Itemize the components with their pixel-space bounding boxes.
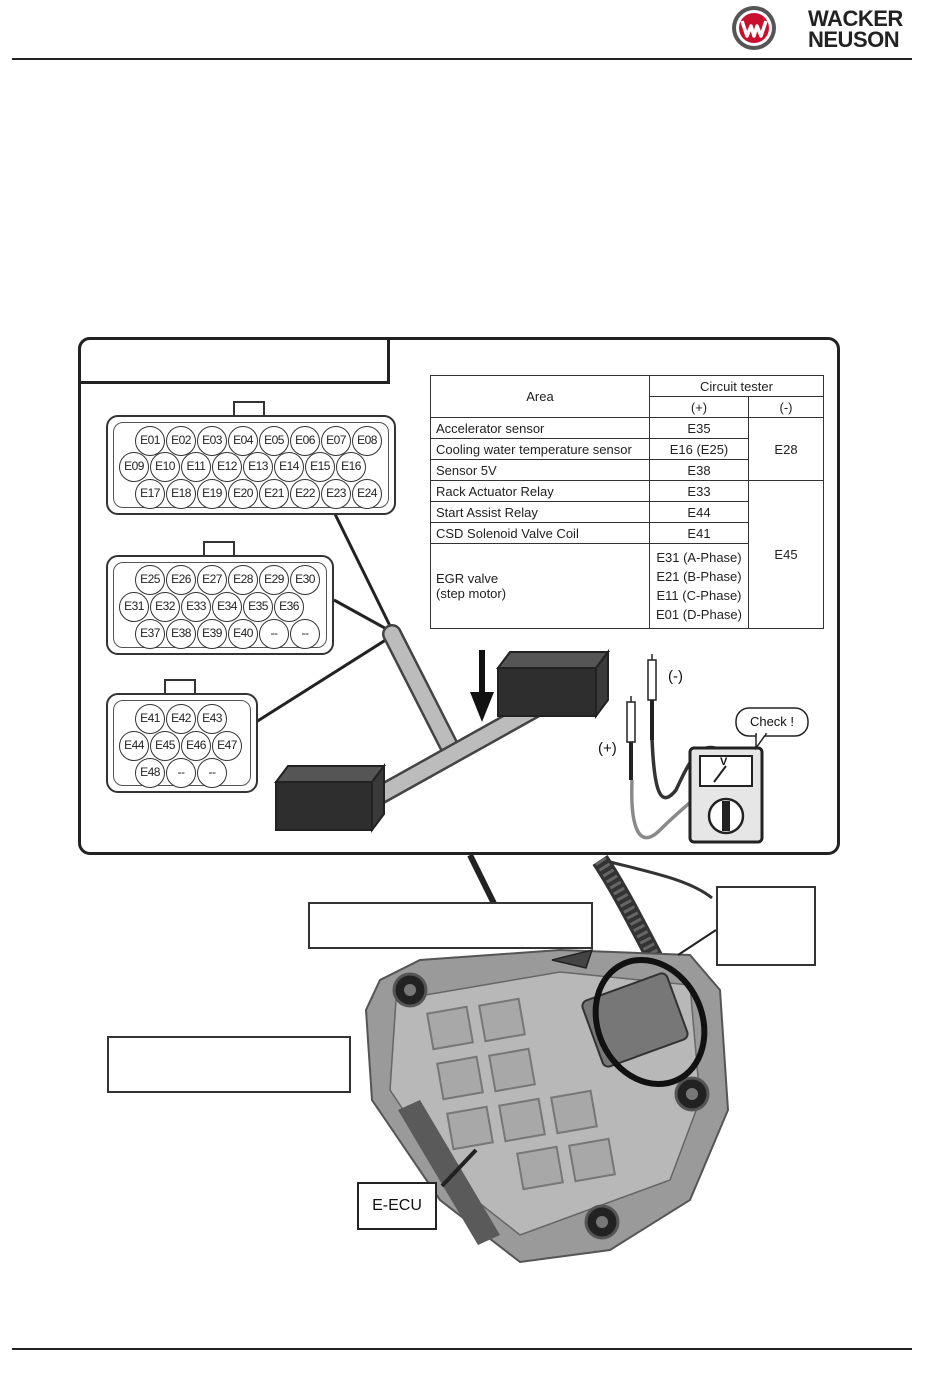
- area-header: Area: [430, 375, 650, 418]
- pin-blank: --: [290, 619, 320, 649]
- minus-probe-label: (-): [668, 668, 683, 685]
- plus-cell-egr: E31 (A-Phase) E21 (B-Phase) E11 (C-Phase…: [649, 543, 749, 629]
- pin-e16: E16: [336, 452, 366, 482]
- pin-e40: E40: [228, 619, 258, 649]
- pin-e22: E22: [290, 479, 320, 509]
- header-rule: [12, 58, 912, 60]
- pin-e41: E41: [135, 704, 165, 734]
- pin-e15: E15: [305, 452, 335, 482]
- pin-e08: E08: [352, 426, 382, 456]
- pin-e35: E35: [243, 592, 273, 622]
- pin-e27: E27: [197, 565, 227, 595]
- egr-phase-a: E31 (A-Phase): [656, 550, 742, 565]
- pin-e37: E37: [135, 619, 165, 649]
- pin-e46: E46: [181, 731, 211, 761]
- pin-e10: E10: [150, 452, 180, 482]
- ecu-callout-box: [107, 1036, 351, 1093]
- pin-e06: E06: [290, 426, 320, 456]
- pin-e18: E18: [166, 479, 196, 509]
- diagram-title-box: [78, 337, 390, 384]
- pin-blank: --: [166, 758, 196, 788]
- pin-e25: E25: [135, 565, 165, 595]
- connector-callout-box: [308, 902, 593, 949]
- pin-e30: E30: [290, 565, 320, 595]
- brand-line-1: WACKER: [808, 6, 903, 31]
- pin-e42: E42: [166, 704, 196, 734]
- plus-probe-label: (+): [598, 740, 617, 757]
- pin-e20: E20: [228, 479, 258, 509]
- circuit-tester-table: Area Circuit tester (+) (-) Accelerator …: [430, 375, 824, 629]
- pin-e09: E09: [119, 452, 149, 482]
- pin-e48: E48: [135, 758, 165, 788]
- area-cell: Rack Actuator Relay: [430, 480, 650, 502]
- pin-e05: E05: [259, 426, 289, 456]
- pin-e19: E19: [197, 479, 227, 509]
- brand-name: WACKER NEUSON: [808, 6, 903, 52]
- egr-phase-b: E21 (B-Phase): [656, 569, 742, 584]
- area-cell: CSD Solenoid Valve Coil: [430, 522, 650, 544]
- footer-rule: [12, 1348, 912, 1350]
- pin-e03: E03: [197, 426, 227, 456]
- plus-cell: E33: [649, 480, 749, 502]
- pin-e47: E47: [212, 731, 242, 761]
- pin-e45: E45: [150, 731, 180, 761]
- pin-e32: E32: [150, 592, 180, 622]
- pin-e01: E01: [135, 426, 165, 456]
- connector-1-face: [113, 422, 389, 508]
- harness-callout-box: [716, 886, 816, 966]
- pin-e13: E13: [243, 452, 273, 482]
- pin-e36: E36: [274, 592, 304, 622]
- wacker-neuson-logo-icon: [732, 6, 776, 50]
- egr-phase-d: E01 (D-Phase): [656, 607, 742, 622]
- pin-e24: E24: [352, 479, 382, 509]
- pin-e33: E33: [181, 592, 211, 622]
- pin-e04: E04: [228, 426, 258, 456]
- pin-e07: E07: [321, 426, 351, 456]
- brand-line-2: NEUSON: [808, 27, 900, 52]
- egr-phase-c: E11 (C-Phase): [656, 588, 742, 603]
- pin-e17: E17: [135, 479, 165, 509]
- pin-blank: --: [259, 619, 289, 649]
- pin-e14: E14: [274, 452, 304, 482]
- plus-cell: E35: [649, 417, 749, 439]
- pin-blank: --: [197, 758, 227, 788]
- pin-e29: E29: [259, 565, 289, 595]
- connector-2-face: [113, 562, 327, 648]
- minus-group-2: E45: [748, 480, 824, 629]
- pin-e34: E34: [212, 592, 242, 622]
- pin-e31: E31: [119, 592, 149, 622]
- area-cell-egr: EGR valve (step motor): [430, 543, 650, 629]
- pin-e21: E21: [259, 479, 289, 509]
- pin-e38: E38: [166, 619, 196, 649]
- pin-e43: E43: [197, 704, 227, 734]
- pin-e28: E28: [228, 565, 258, 595]
- meter-symbol: V: [720, 756, 728, 768]
- pin-e39: E39: [197, 619, 227, 649]
- pin-e11: E11: [181, 452, 211, 482]
- ecu-label: E-ECU: [357, 1182, 437, 1230]
- egr-sublabel: (step motor): [436, 586, 507, 601]
- pin-e26: E26: [166, 565, 196, 595]
- pin-e12: E12: [212, 452, 242, 482]
- check-bubble-text: Check !: [749, 714, 795, 729]
- minus-group-1: E28: [748, 417, 824, 481]
- pin-e23: E23: [321, 479, 351, 509]
- pin-e44: E44: [119, 731, 149, 761]
- pin-e02: E02: [166, 426, 196, 456]
- egr-label: EGR valve: [436, 571, 499, 586]
